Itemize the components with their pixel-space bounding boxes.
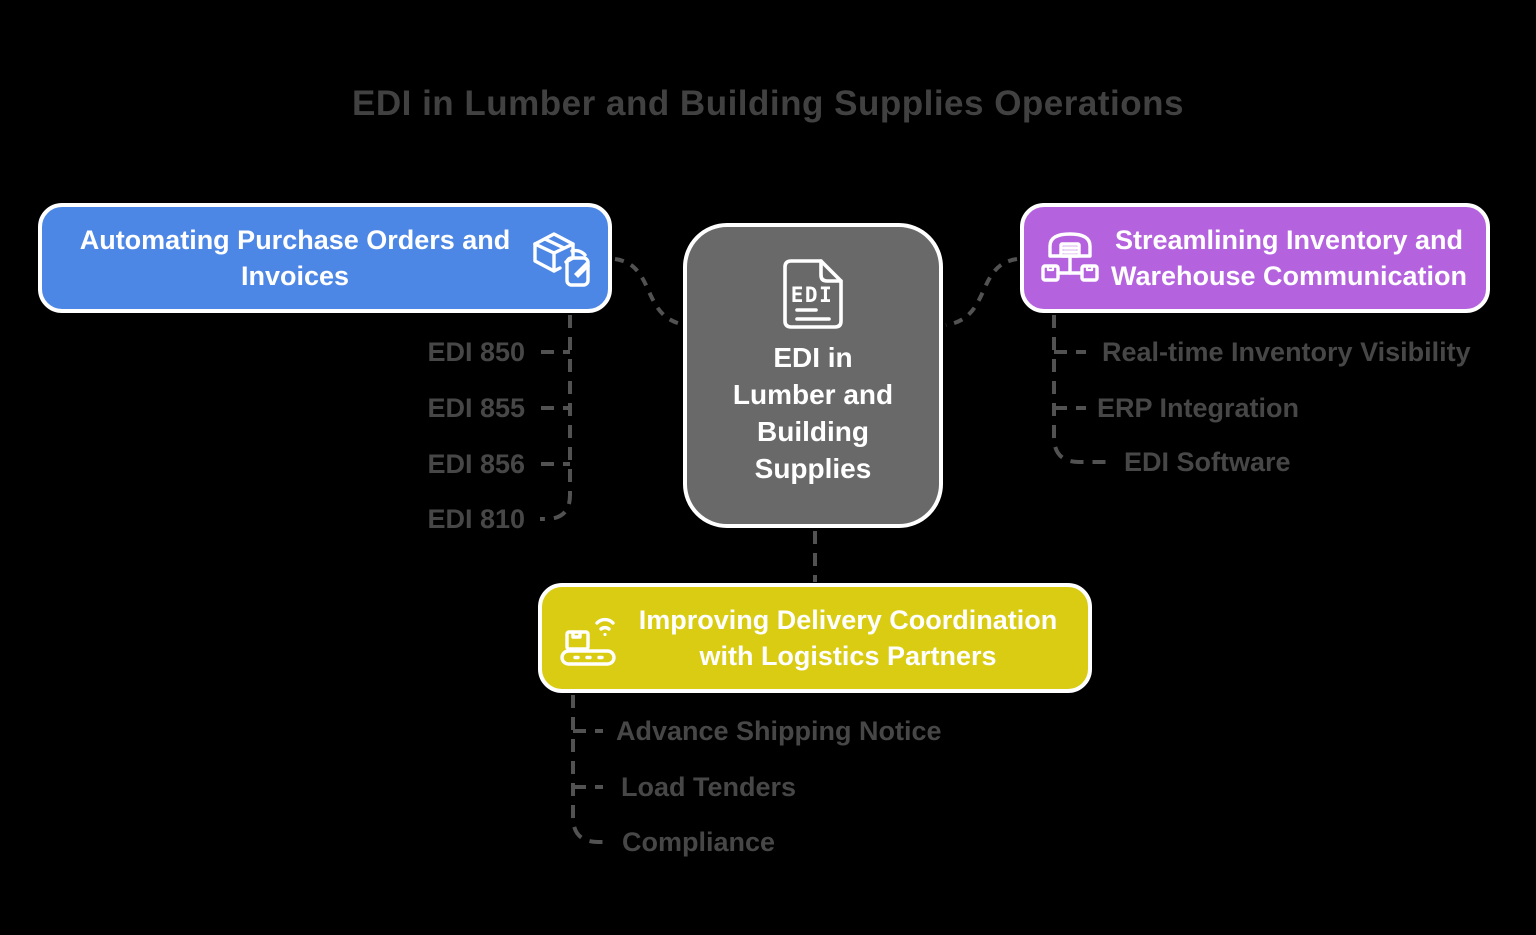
list-item-erp-integration: ERP Integration <box>1097 393 1300 423</box>
list-item-edi-856: EDI 856 <box>427 449 525 479</box>
warehouse-network-icon <box>1038 229 1102 287</box>
node-purchase-label-line1: Automating Purchase Orders and <box>79 225 511 255</box>
page-title: EDI in Lumber and Building Supplies Oper… <box>352 84 1184 123</box>
list-item-edi-850: EDI 850 <box>427 337 525 367</box>
node-center-label: EDI in Lumber and Building Supplies <box>733 339 893 487</box>
center-label-line3: Building <box>757 416 869 447</box>
node-center-edi: EDI EDI in Lumber and Building Supplies <box>683 223 943 528</box>
node-inventory-label-line2: Warehouse Communication <box>1110 261 1468 291</box>
list-item-realtime-inventory-visibility: Real-time Inventory Visibility <box>1102 337 1471 367</box>
list-item-edi-810: EDI 810 <box>427 504 525 534</box>
list-item-compliance: Compliance <box>622 827 776 857</box>
list-item-edi-software: EDI Software <box>1124 447 1291 477</box>
edi-icon-text: EDI <box>791 283 833 307</box>
branch-line-inventory <box>1052 315 1108 464</box>
node-purchase-orders: Automating Purchase Orders and Invoices <box>38 203 612 313</box>
node-inventory-warehouse: Streamlining Inventory and Warehouse Com… <box>1020 203 1490 313</box>
connector-inventory-center <box>945 257 1018 327</box>
node-delivery-label-line1: Improving Delivery Coordination <box>638 605 1058 635</box>
conveyor-wifi-icon <box>558 609 622 667</box>
connector-purchase-center <box>614 257 687 327</box>
node-delivery-label-line2: with Logistics Partners <box>699 641 997 671</box>
node-delivery-coordination: Improving Delivery Coordination with Log… <box>538 583 1092 693</box>
node-purchase-label-line2: Invoices <box>240 261 350 291</box>
branch-line-delivery <box>571 695 603 844</box>
list-item-edi-855: EDI 855 <box>427 393 525 423</box>
node-delivery-label: Improving Delivery Coordination with Log… <box>622 602 1074 674</box>
center-label-line4: Supplies <box>754 453 872 484</box>
node-inventory-label: Streamlining Inventory and Warehouse Com… <box>1102 222 1476 294</box>
branch-line-purchase <box>540 315 572 521</box>
list-item-advance-shipping-notice: Advance Shipping Notice <box>616 716 942 746</box>
center-label-line2: Lumber and <box>732 379 894 410</box>
center-label-line1: EDI in <box>773 342 853 373</box>
node-inventory-label-line1: Streamlining Inventory and <box>1114 225 1464 255</box>
package-signing-icon <box>530 228 598 288</box>
list-item-load-tenders: Load Tenders <box>621 772 797 802</box>
edi-document-icon: EDI <box>780 257 846 331</box>
node-purchase-label: Automating Purchase Orders and Invoices <box>60 222 530 294</box>
